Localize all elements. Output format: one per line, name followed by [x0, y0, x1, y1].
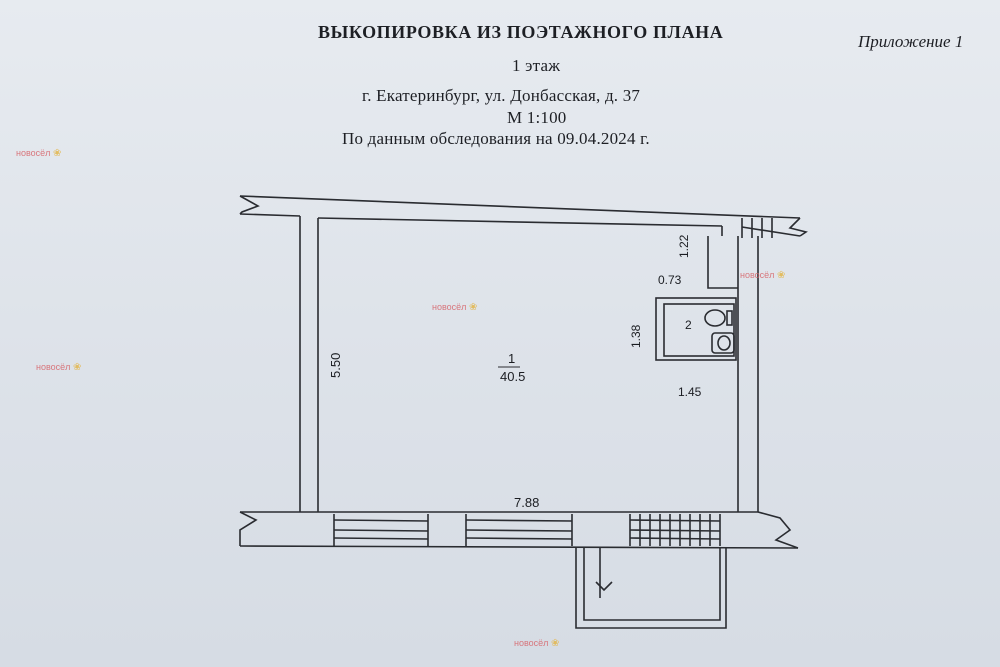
toilet-icon: [704, 309, 726, 327]
stair-hatch: [741, 218, 773, 238]
watermark-logo: новосёл ❀: [16, 148, 62, 159]
dim-bath-width: 1.45: [678, 385, 702, 399]
balcony-door-arrow: [595, 581, 613, 592]
right-wall: [737, 236, 759, 512]
watermark-logo: новосёл ❀: [514, 638, 560, 649]
scale-label: М 1:100: [507, 108, 567, 127]
break-left-bottom: [239, 511, 258, 546]
windows: [333, 514, 721, 546]
bathroom-walls: [655, 297, 737, 361]
break-left-top: [239, 195, 260, 215]
dim-bath-height: 1.38: [629, 324, 643, 348]
dim-corridor-height: 1.22: [677, 234, 691, 258]
top-wall: [239, 195, 801, 237]
sink-icon: [711, 332, 735, 354]
watermark-logo: новосёл ❀: [432, 302, 478, 313]
sink-bowl: [717, 335, 731, 351]
bathroom-inner: [663, 303, 735, 357]
balcony: [575, 548, 727, 629]
break-right-top: [788, 217, 808, 237]
corridor-wall: [707, 226, 738, 289]
room-1-area: 40.5: [500, 369, 525, 384]
appendix-label: Приложение 1: [858, 32, 964, 51]
address: г. Екатеринбург, ул. Донбасская, д. 37: [362, 86, 641, 105]
watermark-logo: новосёл ❀: [36, 362, 82, 373]
survey-date: По данным обследования на 09.04.2024 г.: [342, 129, 650, 148]
floor-label: 1 этаж: [512, 56, 561, 75]
break-right-bottom: [757, 511, 799, 549]
watermark-logo: новосёл ❀: [740, 270, 786, 281]
room-1-number: 1: [508, 351, 515, 366]
room-2-number: 2: [685, 318, 692, 332]
toilet-tank: [726, 310, 733, 326]
bottom-wall: [239, 511, 799, 549]
dim-left-height: 5.50: [328, 353, 343, 378]
dim-corridor-width: 0.73: [658, 273, 682, 287]
left-wall: [299, 216, 319, 512]
dim-bottom-width: 7.88: [514, 495, 539, 510]
document-title: ВЫКОПИРОВКА ИЗ ПОЭТАЖНОГО ПЛАНА: [318, 22, 724, 42]
